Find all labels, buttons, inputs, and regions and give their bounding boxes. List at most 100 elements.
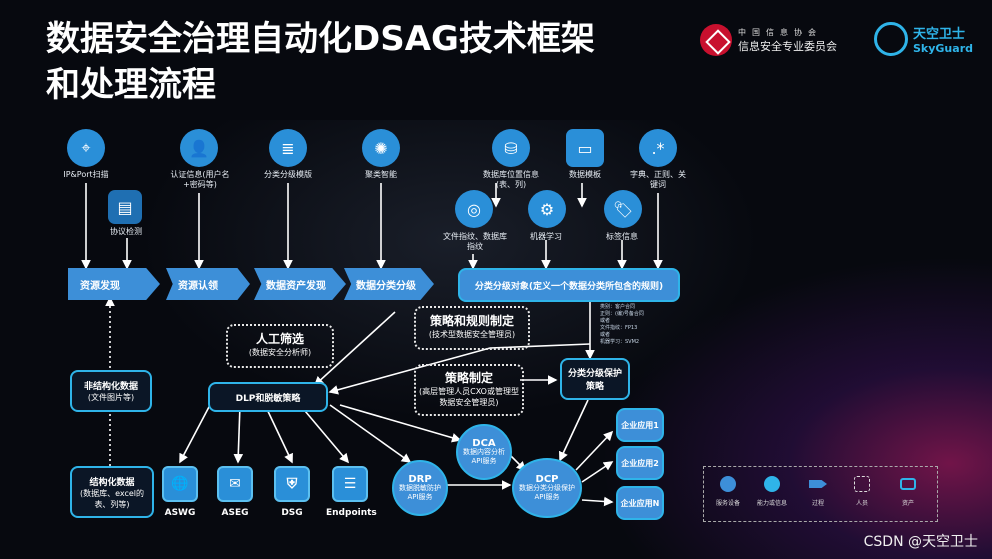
shield-icon: ⛨	[274, 466, 310, 502]
sample-rules: 类别：客户合同 正则：(编)号备合同 或者 文件指纹：FP13 或者 机器学习：…	[600, 304, 670, 346]
sample-rule-line: 文件指纹：FP13	[600, 325, 638, 331]
dlp-masking-policy: DLP和脱敏策略	[208, 382, 328, 412]
legend-asset-icon	[900, 478, 916, 490]
legend-process-icon	[809, 480, 827, 488]
unstructured-sub: (文件图片等)	[87, 393, 135, 402]
pipeline-step-asset: 数据资产发现	[254, 268, 346, 300]
cluster-icon: ✺	[362, 129, 400, 167]
endpoint-endpoints: ☰ Endpoints	[326, 466, 377, 518]
ip-scan-label: IP&Port扫描	[63, 170, 109, 179]
unstructured-data-box: 非结构化数据 (文件图片等)	[70, 370, 152, 412]
tag-info-label: 标签信息	[606, 232, 638, 241]
manual-screening-box: 人工筛选 (数据安全分析师)	[226, 324, 334, 368]
title-line-2: 和处理流程	[46, 65, 216, 105]
endpoint-aseg: ✉ ASEG	[215, 466, 255, 518]
structured-sub: (数据库、excel的表、列等)	[79, 488, 145, 509]
enterprise-app-2: 企业应用2	[616, 446, 664, 480]
machine-learning-icon: ⚙	[528, 190, 566, 228]
legend-item-person: 人员	[842, 476, 882, 507]
manual-screening-sub: (数据安全分析师)	[248, 348, 312, 357]
protocol-detect-label: 协议检测	[110, 227, 142, 236]
dca-title: DCA	[472, 437, 496, 449]
template-label: 分类分级模版	[264, 170, 312, 179]
sample-rule-line: 正则：(编)号备合同	[600, 311, 644, 317]
caict-logo-icon	[700, 24, 732, 56]
policy-making-sub: (高层管理人员CXO或管理型数据安全管理员)	[419, 387, 519, 407]
legend-service-icon	[720, 476, 736, 492]
legend-capability-label: 能力或信息	[756, 500, 787, 507]
pipeline-step-auth: 资源认领	[166, 268, 250, 300]
ip-scan-icon: ⌖	[67, 129, 105, 167]
auth-info-label: 认证信息(用户名+密码等)	[170, 170, 230, 189]
legend-person-label: 人员	[855, 500, 868, 507]
endpoint-dsg: ⛨ DSG	[272, 466, 312, 518]
legend: 服务设备 能力或信息 过程 人员 资产	[703, 466, 938, 522]
classification-protection-policy: 分类分级保护策略	[560, 358, 630, 400]
footer-watermark: CSDN @天空卫士	[863, 534, 978, 550]
sample-rule-line: 或者	[600, 318, 611, 324]
dca-sub: 数据内容分析API服务	[463, 447, 505, 465]
title-line-1: 数据安全治理自动化DSAG技术框架	[46, 19, 595, 59]
legend-capability-icon	[764, 476, 780, 492]
manual-screening-title: 人工筛选	[255, 332, 304, 346]
legend-item-asset: 资产	[888, 476, 928, 507]
enterprise-app-1: 企业应用1	[616, 408, 664, 442]
sample-rule-line: 或者	[600, 332, 611, 338]
data-template-label: 数据模板	[569, 170, 601, 179]
caict-logo-line-1: 中国信息协会	[738, 27, 822, 37]
enterprise-app-n: 企业应用N	[616, 486, 664, 520]
caict-logo-line-2: 信息安全专业委员会	[738, 39, 837, 53]
skyguard-logo-cn: 天空卫士	[913, 27, 966, 42]
machine-learning-label: 机器学习	[530, 232, 562, 241]
cluster-label: 聚类智能	[365, 170, 397, 179]
data-template-icon: ▭	[566, 129, 604, 167]
dictionary-label: 字典、正则、关键词	[630, 170, 686, 189]
skyguard-logo-en: SkyGuard	[913, 42, 973, 55]
policy-rules-box: 策略和规则制定 (技术型数据安全管理员)	[414, 306, 530, 350]
policy-rules-title: 策略和规则制定	[429, 314, 514, 328]
legend-asset-label: 资产	[901, 500, 914, 507]
legend-item-capability: 能力或信息	[752, 476, 792, 507]
endpoint-aswg: 🌐 ASWG	[160, 466, 200, 518]
skyguard-logo: 天空卫士 SkyGuard	[874, 22, 973, 56]
page-title: 数据安全治理自动化DSAG技术框架 和处理流程	[46, 16, 595, 108]
legend-item-service: 服务设备	[708, 476, 748, 507]
endpoint-aseg-label: ASEG	[221, 508, 249, 518]
server-icon: ☰	[332, 466, 368, 502]
dca-node: DCA 数据内容分析API服务	[456, 424, 512, 480]
endpoint-aswg-label: ASWG	[164, 508, 196, 518]
database-location-label: 数据库位置信息(表、列)	[483, 170, 539, 189]
classification-object-box: 分类分级对象(定义一个数据分类所包含的规则)	[458, 268, 680, 302]
drp-sub: 数据脱敏防护API服务	[399, 483, 441, 501]
caict-logo: 中国信息协会 信息安全专业委员会	[700, 24, 837, 56]
protocol-detect-icon: ▤	[108, 190, 142, 224]
pipeline-step-classify: 数据分类分级	[344, 268, 434, 300]
unstructured-title: 非结构化数据	[83, 382, 138, 392]
mail-icon: ✉	[217, 466, 253, 502]
fingerprint-icon: ◎	[455, 190, 493, 228]
structured-title: 结构化数据	[89, 477, 135, 488]
template-icon: ≣	[269, 129, 307, 167]
sample-rule-line: 类别：客户合同	[600, 304, 636, 310]
globe-icon: 🌐	[162, 466, 198, 502]
dcp-title: DCP	[535, 473, 559, 485]
structured-data-box: 结构化数据 (数据库、excel的表、列等)	[70, 466, 154, 518]
endpoint-endpoints-label: Endpoints	[326, 508, 377, 518]
policy-rules-sub: (技术型数据安全管理员)	[428, 330, 516, 339]
endpoint-dsg-label: DSG	[281, 508, 303, 518]
dictionary-icon: .*	[639, 129, 677, 167]
fingerprint-label: 文件指纹、数据库指纹	[443, 232, 507, 251]
tag-icon: 🏷	[604, 190, 642, 228]
skyguard-logo-icon	[874, 22, 908, 56]
dcp-sub: 数据分类分级保护API服务	[519, 483, 575, 501]
drp-title: DRP	[408, 473, 432, 485]
legend-person-icon	[854, 476, 870, 492]
auth-info-icon: 👤	[180, 129, 218, 167]
drp-node: DRP 数据脱敏防护API服务	[392, 460, 448, 516]
database-location-icon: ⛁	[492, 129, 530, 167]
policy-making-title: 策略制定	[444, 371, 493, 385]
legend-service-label: 服务设备	[715, 500, 740, 507]
sample-rule-line: 机器学习：SVM2	[600, 339, 640, 345]
dcp-node: DCP 数据分类分级保护API服务	[512, 458, 582, 518]
